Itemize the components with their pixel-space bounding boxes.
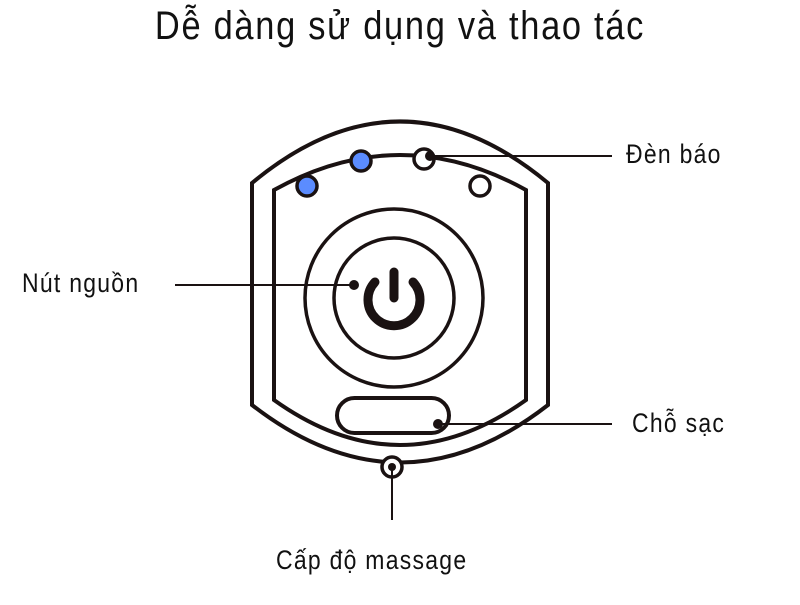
led-1-icon: [295, 174, 319, 198]
power-button-inner-ring: [332, 236, 456, 360]
power-icon: [363, 267, 425, 331]
power-button-label: Nút nguồn: [22, 268, 140, 298]
power-button-outer-ring: [303, 207, 485, 389]
led-2-icon: [349, 149, 373, 173]
charging-port-label: Chỗ sạc: [632, 408, 726, 438]
charging-port-slot: [335, 396, 451, 435]
device-inner-panel: [272, 153, 528, 447]
indicator-light-label: Đèn báo: [626, 139, 722, 169]
page-title: Dễ dàng sử dụng và thao tác: [154, 4, 646, 48]
massage-level-label: Cấp độ massage: [276, 545, 468, 575]
device-outer-shell: [250, 119, 550, 465]
led-4-icon: [468, 174, 492, 198]
